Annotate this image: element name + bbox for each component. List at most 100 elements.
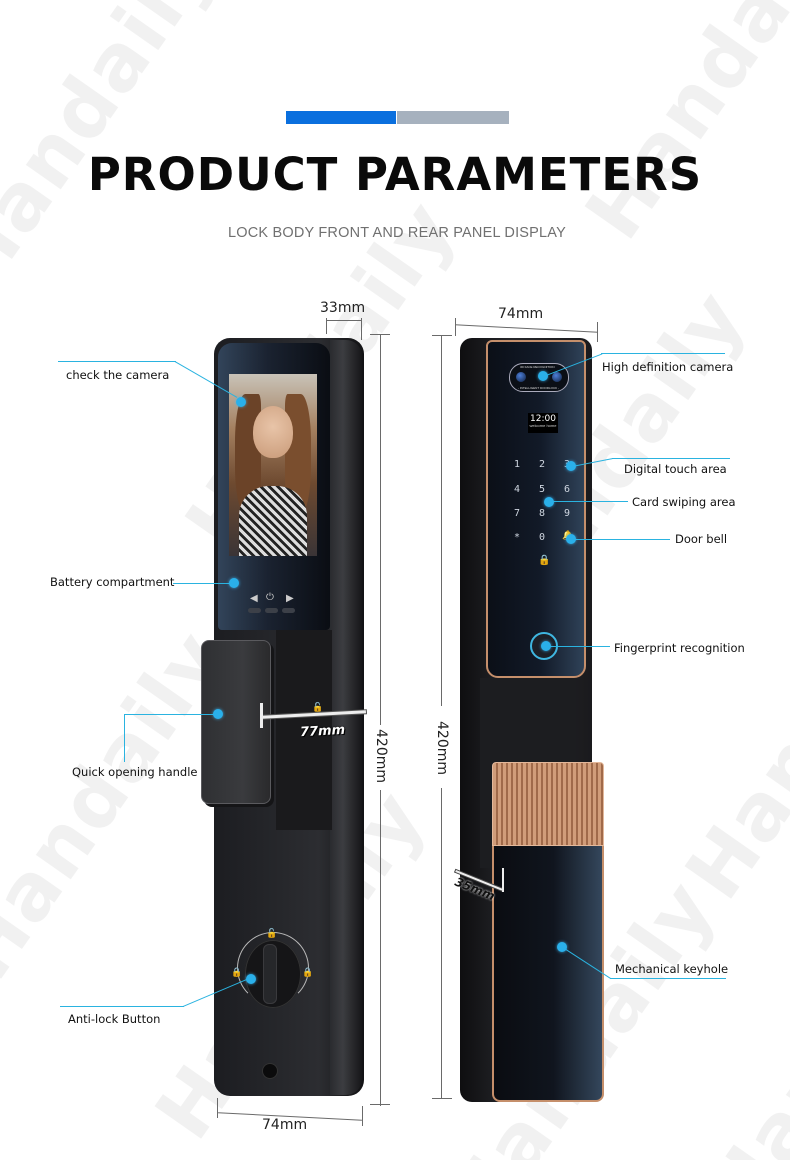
page-subtitle: LOCK BODY FRONT AND REAR PANEL DISPLAY xyxy=(228,225,566,241)
power-icon: ⏻ xyxy=(266,592,274,603)
front-keyhole xyxy=(263,1064,277,1078)
dim-back-height: 420mm xyxy=(434,721,450,775)
callout-hd-camera: High definition camera xyxy=(602,360,734,374)
callout-door-bell: Door bell xyxy=(675,532,728,546)
keypad-key[interactable]: 7 xyxy=(514,508,521,519)
back-handle-grille xyxy=(492,762,604,846)
callout-line xyxy=(60,1006,184,1007)
callout-dot xyxy=(544,497,554,507)
unlock-icon: 🔓 xyxy=(312,702,324,712)
clock-display: 12:00 welcome home xyxy=(528,413,558,433)
accent-bar-blue xyxy=(286,111,396,124)
dim-line xyxy=(502,868,504,892)
dim-line xyxy=(260,703,263,728)
dim-line xyxy=(370,334,390,335)
callout-dot xyxy=(213,709,223,719)
back-lower-glass xyxy=(492,846,604,1102)
dim-line xyxy=(380,335,381,725)
lock-icon: 🔒 xyxy=(231,967,243,977)
back-touch-panel xyxy=(486,340,586,678)
dim-line xyxy=(370,1104,390,1105)
dim-line xyxy=(361,318,362,340)
quick-opening-handle xyxy=(201,640,271,804)
accent-bar-gray xyxy=(397,111,509,124)
anti-lock-knob-bar xyxy=(263,944,277,1004)
camera-lens-icon xyxy=(516,372,526,382)
control-pill xyxy=(248,608,261,613)
keypad-key[interactable]: 9 xyxy=(564,508,571,519)
dim-width: 74mm xyxy=(262,1117,308,1133)
watermark: Handaily xyxy=(688,854,790,1160)
dim-back-width: 74mm xyxy=(498,306,544,322)
callout-card-area: Card swiping area xyxy=(632,495,736,509)
left-arrow-icon: ◀ xyxy=(250,593,258,604)
dim-handle-length: 77mm xyxy=(299,722,346,741)
keypad-key[interactable]: 8 xyxy=(539,508,546,519)
camera-bottom-text: - INTELLIGENT DOORLOCK - xyxy=(518,386,559,390)
watermark: Handaily xyxy=(568,0,790,256)
callout-dot xyxy=(566,534,576,544)
dim-line xyxy=(380,790,381,1106)
dim-line xyxy=(432,335,452,336)
camera-top-text: 3D FACE RECOGNITION xyxy=(520,365,555,369)
callout-line xyxy=(548,646,610,647)
keypad-key[interactable]: 4 xyxy=(514,484,521,495)
camera-preview-photo xyxy=(229,374,317,556)
keypad-key[interactable]: 2 xyxy=(539,459,546,470)
dim-line xyxy=(455,324,598,333)
callout-line xyxy=(548,501,628,502)
watermark: Handaily xyxy=(668,534,790,916)
keypad-key[interactable]: 5 xyxy=(539,484,546,495)
dim-line xyxy=(441,336,442,706)
callout-line xyxy=(572,539,670,540)
camera-lens-icon xyxy=(552,372,562,382)
lock-icon[interactable]: 🔒 xyxy=(538,555,551,566)
callout-line xyxy=(173,583,231,584)
callout-dot xyxy=(236,397,246,407)
callout-dot xyxy=(557,942,567,952)
callout-touch-area: Digital touch area xyxy=(624,462,727,476)
callout-check-camera: check the camera xyxy=(66,368,170,382)
control-pill xyxy=(282,608,295,613)
callout-dot xyxy=(246,974,256,984)
callout-line xyxy=(610,978,726,979)
lock-icon: 🔒 xyxy=(302,967,314,977)
dim-line xyxy=(441,788,442,1098)
keypad-key[interactable]: * xyxy=(514,532,521,543)
right-arrow-icon: ▶ xyxy=(286,593,294,604)
callout-line xyxy=(124,714,125,762)
keypad-key[interactable]: 1 xyxy=(514,459,521,470)
callout-keyhole: Mechanical keyhole xyxy=(615,962,729,976)
dim-line xyxy=(326,320,362,321)
clock-time: 12:00 xyxy=(530,414,556,424)
clock-message: welcome home xyxy=(529,423,557,428)
callout-line xyxy=(124,714,216,715)
callout-dot xyxy=(541,641,551,651)
callout-line xyxy=(58,361,176,362)
keypad-key[interactable]: 6 xyxy=(564,484,571,495)
front-lower-plate xyxy=(276,630,332,830)
knob-ring xyxy=(237,932,309,1004)
callout-line xyxy=(601,353,725,354)
callout-fingerprint: Fingerprint recognition xyxy=(614,641,745,655)
dim-line xyxy=(455,318,456,336)
callout-dot xyxy=(229,578,239,588)
dim-line xyxy=(432,1098,452,1099)
callout-line xyxy=(612,458,730,459)
callout-anti-lock: Anti-lock Button xyxy=(68,1012,161,1026)
callout-battery: Battery compartment xyxy=(50,575,175,589)
dim-line xyxy=(597,322,598,342)
dim-height: 420mm xyxy=(373,729,389,783)
dim-line xyxy=(217,1098,218,1118)
page-title: PRODUCT PARAMETERS xyxy=(87,148,703,201)
keypad-key[interactable]: 0 xyxy=(539,532,546,543)
dim-line xyxy=(362,1106,363,1126)
callout-dot xyxy=(538,371,548,381)
callout-dot xyxy=(566,461,576,471)
front-lock-side xyxy=(330,340,362,1095)
callout-handle: Quick opening handle xyxy=(72,765,198,779)
unlock-icon: 🔓 xyxy=(266,928,278,938)
dim-thickness: 33mm xyxy=(320,300,366,316)
dim-line xyxy=(326,318,327,334)
control-pill xyxy=(265,608,278,613)
